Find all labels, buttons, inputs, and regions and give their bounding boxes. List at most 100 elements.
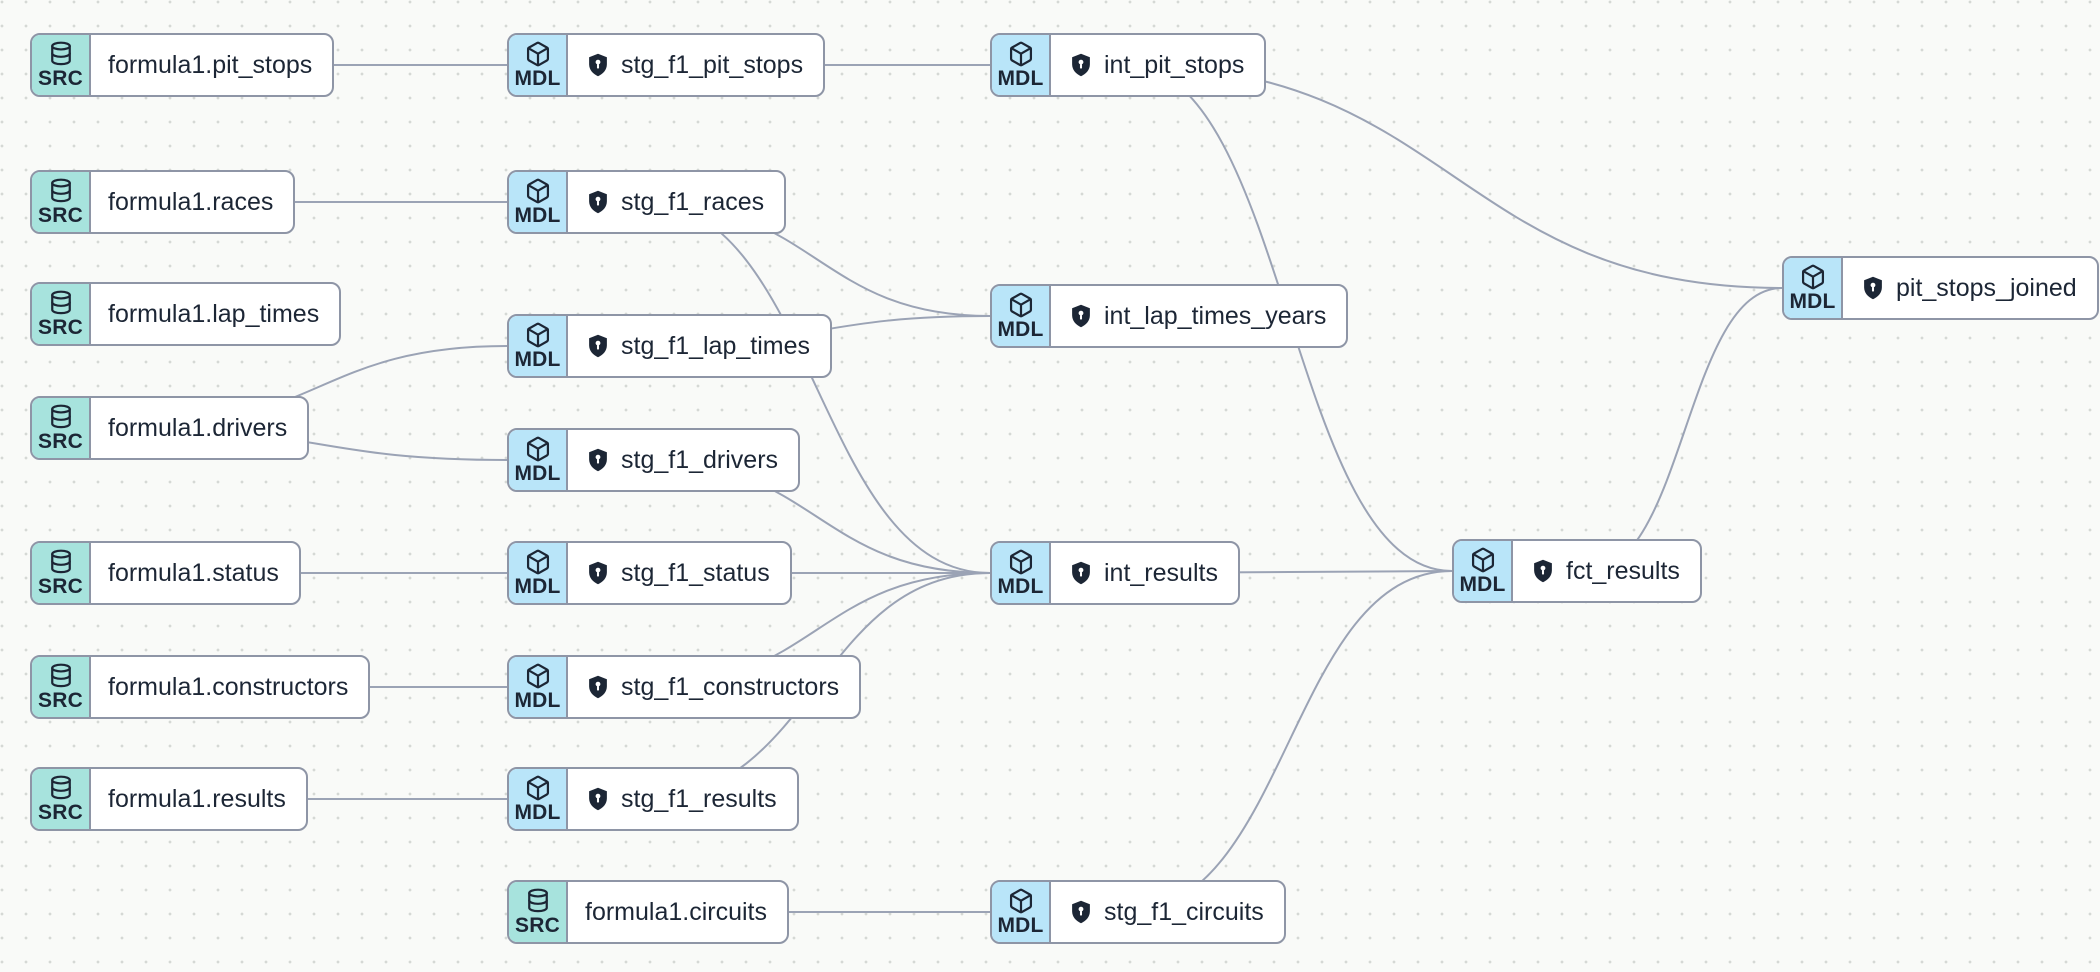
shield-icon <box>585 333 611 359</box>
node-src_lap_times[interactable]: SRC formula1.lap_times <box>30 282 342 346</box>
node-label: stg_f1_pit_stops <box>621 50 804 79</box>
node-stg_f1_races[interactable]: MDL stg_f1_races <box>507 170 787 234</box>
shield-icon <box>585 786 611 812</box>
node-type-badge: MDL <box>509 769 568 829</box>
node-body: stg_f1_constructors <box>568 657 859 717</box>
node-body: stg_f1_circuits <box>1051 882 1284 942</box>
node-label: formula1.status <box>108 558 279 587</box>
node-body: stg_f1_drivers <box>568 430 798 490</box>
edge-fct_results-to-pit_stops_joined <box>1587 287 1783 572</box>
node-stg_f1_drivers[interactable]: MDL stg_f1_drivers <box>507 428 801 492</box>
cube-icon <box>524 662 552 690</box>
node-label: formula1.pit_stops <box>108 50 313 79</box>
node-type-badge: SRC <box>32 172 91 232</box>
node-type-badge: SRC <box>32 284 91 344</box>
cube-icon <box>1007 887 1035 915</box>
node-body: int_pit_stops <box>1051 35 1264 95</box>
node-body: stg_f1_results <box>568 769 797 829</box>
node-type-label: MDL <box>514 574 561 598</box>
database-icon <box>47 177 75 205</box>
shield-icon <box>1068 52 1094 78</box>
node-type-label: MDL <box>997 66 1044 90</box>
node-body: stg_f1_pit_stops <box>568 35 823 95</box>
node-body: int_results <box>1051 543 1238 603</box>
node-body: int_lap_times_years <box>1051 286 1346 346</box>
node-type-badge: MDL <box>509 35 568 95</box>
node-body: pit_stops_joined <box>1843 258 2097 318</box>
node-label: stg_f1_results <box>621 784 777 813</box>
shield-icon <box>1068 303 1094 329</box>
node-type-badge: SRC <box>32 657 91 717</box>
node-type-badge: MDL <box>509 430 568 490</box>
node-src_constructors[interactable]: SRC formula1.constructors <box>30 655 371 719</box>
node-type-label: MDL <box>514 688 561 712</box>
node-body: fct_results <box>1513 541 1700 601</box>
node-stg_f1_constructors[interactable]: MDL stg_f1_constructors <box>507 655 862 719</box>
database-icon <box>47 774 75 802</box>
node-int_results[interactable]: MDL int_results <box>990 541 1240 605</box>
node-type-badge: MDL <box>1784 258 1843 318</box>
node-src_status[interactable]: SRC formula1.status <box>30 541 301 605</box>
node-src_pit_stops[interactable]: SRC formula1.pit_stops <box>30 33 335 97</box>
database-icon <box>47 289 75 317</box>
node-type-label: MDL <box>514 461 561 485</box>
node-pit_stops_joined[interactable]: MDL pit_stops_joined <box>1782 256 2099 320</box>
node-fct_results[interactable]: MDL fct_results <box>1452 539 1702 603</box>
node-type-label: SRC <box>38 688 83 712</box>
node-type-label: SRC <box>515 913 560 937</box>
shield-icon <box>585 189 611 215</box>
shield-icon <box>585 674 611 700</box>
node-type-label: MDL <box>997 913 1044 937</box>
node-label: pit_stops_joined <box>1896 273 2077 302</box>
database-icon <box>47 662 75 690</box>
node-stg_f1_results[interactable]: MDL stg_f1_results <box>507 767 799 831</box>
node-stg_f1_status[interactable]: MDL stg_f1_status <box>507 541 792 605</box>
node-type-badge: MDL <box>509 657 568 717</box>
node-type-label: MDL <box>1459 572 1506 596</box>
node-label: stg_f1_circuits <box>1104 897 1264 926</box>
node-label: stg_f1_races <box>621 187 765 216</box>
cube-icon <box>1799 263 1827 291</box>
node-label: formula1.results <box>108 784 286 813</box>
node-type-badge: MDL <box>992 543 1051 603</box>
node-type-label: SRC <box>38 203 83 227</box>
node-label: int_lap_times_years <box>1104 301 1327 330</box>
node-type-label: MDL <box>997 574 1044 598</box>
cube-icon <box>1007 40 1035 68</box>
node-stg_f1_circuits[interactable]: MDL stg_f1_circuits <box>990 880 1286 944</box>
shield-icon <box>1860 275 1886 301</box>
node-type-badge: MDL <box>509 172 568 232</box>
node-stg_f1_pit_stops[interactable]: MDL stg_f1_pit_stops <box>507 33 826 97</box>
edge-stg_f1_circuits-to-fct_results <box>1125 570 1453 913</box>
cube-icon <box>1469 546 1497 574</box>
cube-icon <box>524 774 552 802</box>
node-int_lap_times_years[interactable]: MDL int_lap_times_years <box>990 284 1349 348</box>
cube-icon <box>1007 548 1035 576</box>
node-body: formula1.drivers <box>91 398 307 458</box>
node-label: formula1.drivers <box>108 413 288 442</box>
node-type-label: MDL <box>1789 289 1836 313</box>
node-label: formula1.lap_times <box>108 299 320 328</box>
node-body: stg_f1_races <box>568 172 784 232</box>
node-type-badge: MDL <box>509 543 568 603</box>
node-body: formula1.circuits <box>568 882 787 942</box>
node-body: stg_f1_status <box>568 543 790 603</box>
shield-icon <box>1530 558 1556 584</box>
node-type-badge: SRC <box>32 35 91 95</box>
node-body: formula1.lap_times <box>91 284 339 344</box>
node-body: formula1.pit_stops <box>91 35 332 95</box>
node-body: stg_f1_lap_times <box>568 316 830 376</box>
node-src_circuits[interactable]: SRC formula1.circuits <box>507 880 789 944</box>
node-type-label: SRC <box>38 574 83 598</box>
node-int_pit_stops[interactable]: MDL int_pit_stops <box>990 33 1267 97</box>
node-body: formula1.constructors <box>91 657 368 717</box>
shield-icon <box>1068 899 1094 925</box>
node-body: formula1.status <box>91 543 299 603</box>
node-type-badge: MDL <box>992 286 1051 346</box>
